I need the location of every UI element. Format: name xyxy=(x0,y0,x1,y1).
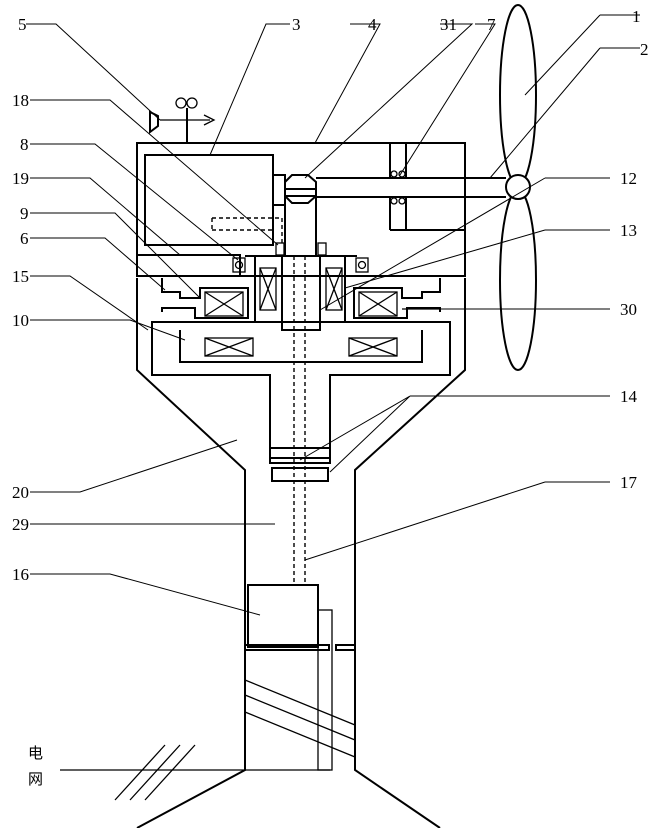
label-19: 19 xyxy=(12,169,29,188)
grid-lines xyxy=(60,680,355,800)
label-1: 1 xyxy=(632,7,641,26)
slip-ring-assembly xyxy=(233,243,368,330)
generator-housing xyxy=(152,322,450,458)
label-29: 29 xyxy=(12,515,29,534)
label-4: 4 xyxy=(368,15,377,34)
label-grid-char2: 网 xyxy=(28,770,43,788)
label-18: 18 xyxy=(12,91,29,110)
label-13: 13 xyxy=(620,221,637,240)
label-20: 20 xyxy=(12,483,29,502)
label-14: 14 xyxy=(620,387,638,406)
label-8: 8 xyxy=(20,135,29,154)
label-16: 16 xyxy=(12,565,29,584)
label-9: 9 xyxy=(20,204,29,223)
blades xyxy=(500,5,536,370)
label-5: 5 xyxy=(18,15,27,34)
label-3: 3 xyxy=(292,15,301,34)
label-2: 2 xyxy=(640,40,649,59)
converter-box xyxy=(245,585,355,770)
yaw-flanges xyxy=(162,278,440,318)
dashed-paths xyxy=(212,218,305,585)
label-17: 17 xyxy=(620,473,638,492)
label-6: 6 xyxy=(20,229,29,248)
label-10: 10 xyxy=(12,311,29,330)
hub-shaft xyxy=(285,143,506,256)
tower-outline xyxy=(137,278,465,828)
anemometer-icon xyxy=(150,98,214,143)
label-12: 12 xyxy=(620,169,637,188)
label-15: 15 xyxy=(12,267,29,286)
label-7: 7 xyxy=(487,15,496,34)
label-30: 30 xyxy=(620,300,637,319)
leader-lines xyxy=(26,15,640,615)
label-31: 31 xyxy=(440,15,457,34)
brake-pads xyxy=(270,448,330,481)
label-grid-char1: 电 xyxy=(28,744,43,762)
gearbox-box xyxy=(145,155,285,245)
